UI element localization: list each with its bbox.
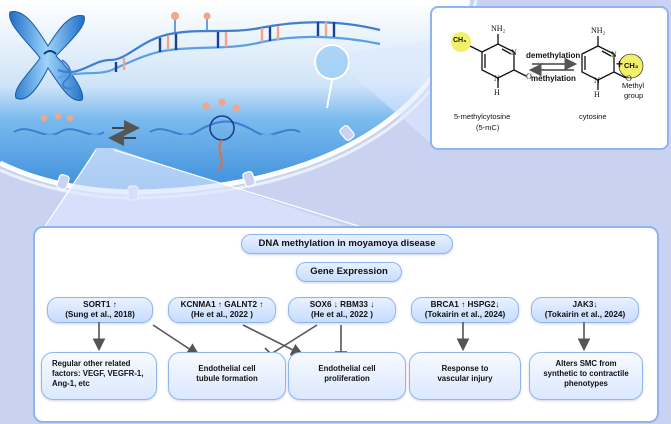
dna-helix-top — [57, 21, 381, 80]
methyl-dots-top — [171, 12, 211, 34]
nh2-label-left: NH₂ — [491, 24, 506, 33]
outcome-line: synthetic to contractile — [543, 369, 629, 378]
projection-beam — [38, 148, 388, 240]
gene-citation: (He et al., 2022 ) — [311, 310, 373, 319]
magnifier-circle — [314, 44, 350, 80]
gene-label: BRCA1 ↑ HSPG2↓ — [430, 300, 500, 309]
main-title: DNA methylation in moyamoya disease — [258, 238, 436, 249]
o-label-right: O — [626, 74, 632, 83]
chemical-structures — [451, 32, 644, 90]
methyl-dots-right — [202, 98, 240, 112]
outcome-box-smc: Alters SMC from synthetic to contractile… — [529, 352, 643, 400]
gene-box-kcnma1-galnt2: KCNMA1 ↑ GALNT2 ↑ (He et al., 2022 ) — [168, 297, 276, 323]
arrow-kcnma1-proliferation — [242, 324, 304, 356]
left-molecule-abbr: (5-mC) — [476, 123, 500, 132]
right-molecule-name: cytosine — [579, 112, 607, 121]
subtitle: Gene Expression — [310, 266, 388, 277]
n-label-right-1: N — [611, 50, 617, 59]
methyl-dots-lower — [40, 112, 74, 122]
methylation-panel: NH₂ CH₃ N N O H 5-methylcytosine (5-mC) … — [430, 6, 669, 150]
dna-lower-right — [149, 115, 301, 171]
outcome-line: proliferation — [324, 374, 370, 383]
gene-box-sox6-rbm33: SOX6 ↓ RBM33 ↓ (He et al., 2022 ) — [288, 297, 396, 323]
ch3-highlight-right — [618, 53, 644, 79]
outcome-line: Regular other related — [52, 359, 131, 368]
outcome-line: phenotypes — [564, 379, 608, 388]
h-label-left: H — [494, 88, 500, 97]
n-label-left-1: N — [511, 48, 517, 57]
arrow-kcnma1-tubule — [152, 324, 200, 356]
outcome-box-proliferation: Endothelial cell proliferation — [288, 352, 406, 400]
outcome-line: vascular injury — [437, 374, 493, 383]
n-label-left-2: N — [494, 74, 500, 83]
inhibit-sox6-tubule — [270, 324, 318, 355]
gene-citation: (Sung et al., 2018) — [65, 310, 135, 319]
gene-box-brca1-hspg2: BRCA1 ↑ HSPG2↓ (Tokairin et al., 2024) — [411, 297, 519, 323]
dna-coil — [61, 59, 77, 90]
gene-label: KCNMA1 ↑ GALNT2 ↑ — [180, 300, 264, 309]
outcome-box-tubule: Endothelial cell tubule formation — [168, 352, 286, 400]
gene-citation: (Tokairin et al., 2024) — [424, 310, 506, 319]
outcome-line: Ang-1, etc — [52, 379, 90, 388]
ch3-label-left: CH₃ — [453, 37, 467, 44]
ch3-label-right: CH₃ — [624, 61, 639, 70]
methyl-label-2: group — [624, 91, 644, 100]
subtitle-pill: Gene Expression — [296, 262, 402, 282]
gene-citation: (Tokairin et al., 2024) — [544, 310, 626, 319]
title-pill: DNA methylation in moyamoya disease — [241, 234, 453, 254]
equilibrium-arrows — [108, 120, 140, 146]
gene-citation: (He et al., 2022 ) — [191, 310, 253, 319]
h-label-right: H — [594, 90, 600, 99]
gene-label: SOX6 ↓ RBM33 ↓ — [309, 300, 375, 309]
outcome-box-vascular-injury: Response to vascular injury — [409, 352, 521, 400]
gene-label: JAK3↓ — [572, 300, 598, 309]
outcome-line: factors: VEGF, VEGFR-1, — [52, 369, 144, 378]
gene-box-jak3: JAK3↓ (Tokairin et al., 2024) — [531, 297, 639, 323]
zoom-beam — [349, 40, 434, 146]
main-panel: DNA methylation in moyamoya disease Gene… — [33, 226, 659, 423]
plus-sign: + — [616, 57, 624, 71]
chromosome-icon — [9, 11, 85, 101]
dna-base-pairs — [114, 22, 336, 72]
dna-lower-left — [13, 128, 105, 142]
outcome-line: Endothelial cell — [318, 364, 376, 373]
outcome-line: Alters SMC from — [555, 359, 617, 368]
left-molecule-name: 5-methylcytosine — [454, 112, 511, 121]
gene-label: SORT1 ↑ — [83, 300, 117, 309]
outcome-line: tubule formation — [196, 374, 258, 383]
ch3-highlight-left — [451, 32, 471, 52]
gene-box-sort1: SORT1 ↑ (Sung et al., 2018) — [47, 297, 153, 323]
methylation-label: methylation — [531, 74, 576, 83]
outcome-line: Endothelial cell — [198, 364, 256, 373]
nh2-label-right: NH₂ — [591, 26, 606, 35]
outcome-box-regulation: Regular other related factors: VEGF, VEG… — [41, 352, 157, 400]
relation-arrows — [92, 322, 591, 361]
n-label-right-2: N — [594, 76, 600, 85]
o-label-left: O — [526, 72, 532, 81]
methyl-label-1: Methyl — [622, 81, 645, 90]
demethylation-label: demethylation — [526, 51, 581, 60]
outcome-line: Response to — [441, 364, 489, 373]
